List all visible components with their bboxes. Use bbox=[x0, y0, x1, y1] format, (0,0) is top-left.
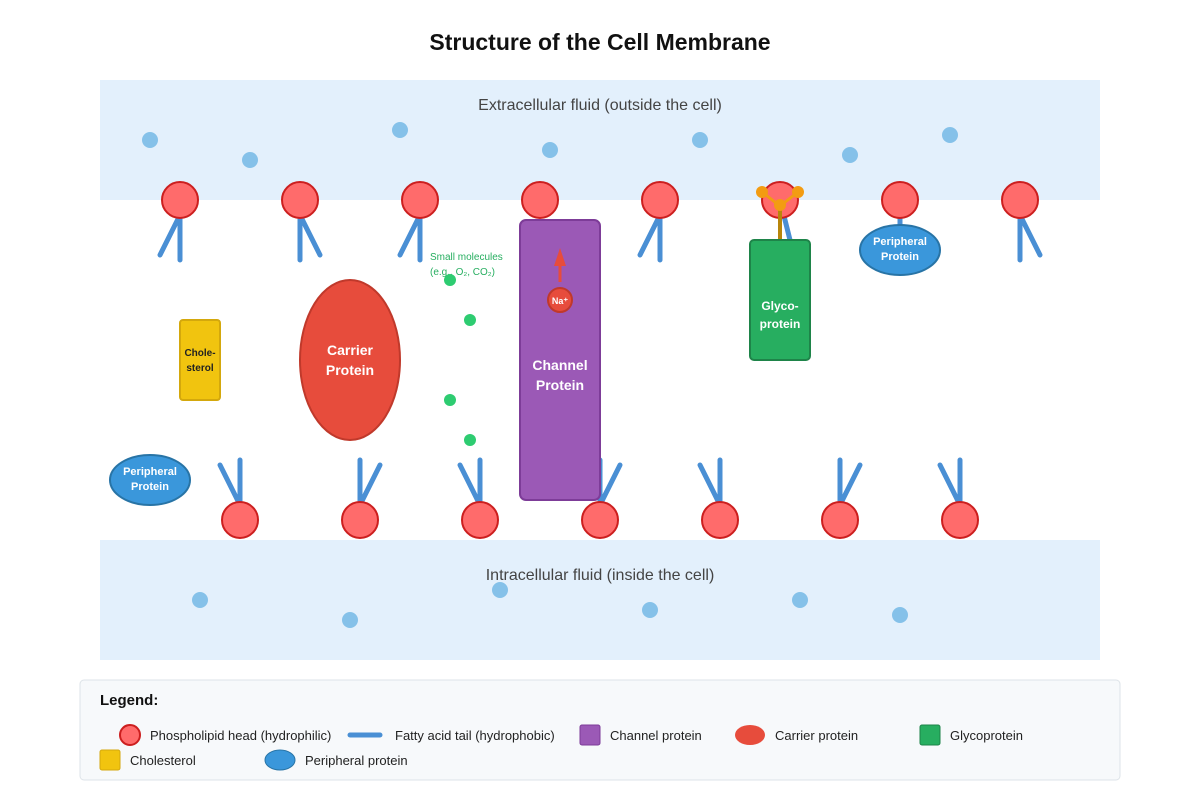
peripheral-top-label-line2: Protein bbox=[881, 251, 919, 263]
phospholipid-head bbox=[941, 501, 979, 539]
particle bbox=[542, 142, 558, 158]
legend: Legend: Phospholipid head (hydrophilic) … bbox=[79, 679, 1121, 781]
top-heads bbox=[161, 181, 1039, 219]
cholesterol: Chole- sterol bbox=[179, 319, 221, 401]
glycoprotein-icon bbox=[919, 724, 941, 746]
cholesterol-label-line1: Chole- bbox=[184, 348, 215, 359]
phospholipid-head-icon bbox=[119, 724, 141, 746]
particle bbox=[942, 127, 958, 143]
intracellular-label: Intracellular fluid (inside the cell) bbox=[486, 567, 715, 584]
particle bbox=[792, 592, 808, 608]
phospholipid-head bbox=[401, 181, 439, 219]
channel-label-line1: Channel bbox=[532, 357, 587, 373]
legend-item-label: Carrier protein bbox=[775, 728, 858, 743]
small-molecules-label-line1: Small molecules bbox=[430, 252, 503, 263]
phospholipid-head bbox=[881, 181, 919, 219]
phospholipid-head bbox=[701, 501, 739, 539]
phospholipid-head bbox=[461, 501, 499, 539]
legend-item-label: Channel protein bbox=[610, 728, 702, 743]
small-molecule bbox=[444, 394, 456, 406]
extracellular-region bbox=[100, 80, 1100, 200]
diagram-title: Structure of the Cell Membrane bbox=[429, 29, 770, 55]
carrier-protein-icon bbox=[735, 725, 765, 745]
peripheral-protein-shape bbox=[109, 454, 191, 506]
phospholipid-head bbox=[521, 181, 559, 219]
peripheral-bottom-label-line2: Protein bbox=[131, 481, 169, 493]
intracellular-region bbox=[100, 540, 1100, 660]
peripheral-top-label-line1: Peripheral bbox=[873, 236, 927, 248]
peripheral-protein-top: Peripheral Protein bbox=[859, 224, 941, 276]
sodium-ion-label: Na⁺ bbox=[552, 296, 569, 306]
phospholipid-head bbox=[581, 501, 619, 539]
cholesterol-icon bbox=[99, 749, 121, 771]
small-molecules: Small molecules (e.g., O₂, CO₂) bbox=[430, 252, 503, 446]
carrier-label-line1: Carrier bbox=[327, 342, 373, 358]
glycoprotein: Glyco- protein bbox=[749, 186, 811, 361]
cholesterol-label-line2: sterol bbox=[186, 363, 213, 374]
legend-title: Legend: bbox=[100, 692, 158, 709]
legend-item-label: Glycoprotein bbox=[950, 728, 1023, 743]
particle bbox=[242, 152, 258, 168]
particle bbox=[692, 132, 708, 148]
sugar-unit bbox=[792, 186, 804, 198]
small-molecule bbox=[464, 434, 476, 446]
channel-protein: Na⁺ Channel Protein bbox=[519, 219, 601, 501]
peripheral-protein-icon bbox=[264, 749, 296, 771]
phospholipid-head bbox=[341, 501, 379, 539]
carrier-protein-shape bbox=[299, 279, 401, 441]
phospholipid-head bbox=[641, 181, 679, 219]
small-molecule bbox=[444, 274, 456, 286]
intracellular-particles bbox=[192, 582, 908, 628]
phospholipid-head bbox=[821, 501, 859, 539]
peripheral-bottom-label-line1: Peripheral bbox=[123, 466, 177, 478]
particle bbox=[142, 132, 158, 148]
phospholipid-head bbox=[1001, 181, 1039, 219]
sugar-unit bbox=[756, 186, 768, 198]
phospholipid-head bbox=[281, 181, 319, 219]
channel-protein-icon bbox=[579, 724, 601, 746]
particle bbox=[392, 122, 408, 138]
phospholipid-head bbox=[221, 501, 259, 539]
small-molecule bbox=[464, 314, 476, 326]
sodium-ion bbox=[547, 287, 573, 313]
peripheral-protein-shape bbox=[859, 224, 941, 276]
glycoprotein-label-line1: Glyco- bbox=[761, 299, 798, 313]
legend-item-label: Cholesterol bbox=[130, 753, 196, 768]
channel-protein-shape bbox=[519, 219, 601, 501]
extracellular-label: Extracellular fluid (outside the cell) bbox=[478, 97, 722, 114]
glycoprotein-shape bbox=[749, 239, 811, 361]
sugar-unit bbox=[774, 199, 786, 211]
extracellular-particles bbox=[142, 122, 958, 168]
particle bbox=[492, 582, 508, 598]
bottom-heads bbox=[221, 501, 979, 539]
small-molecules-label-line2: (e.g., O₂, CO₂) bbox=[430, 267, 495, 278]
legend-item-label: Phospholipid head (hydrophilic) bbox=[150, 728, 331, 743]
carrier-protein: Carrier Protein bbox=[299, 279, 401, 441]
particle bbox=[342, 612, 358, 628]
particle bbox=[192, 592, 208, 608]
cholesterol-shape bbox=[179, 319, 221, 401]
carrier-label-line2: Protein bbox=[326, 362, 374, 378]
particle bbox=[842, 147, 858, 163]
peripheral-protein-bottom: Peripheral Protein bbox=[109, 454, 191, 506]
legend-item-label: Peripheral protein bbox=[305, 753, 408, 768]
particle bbox=[892, 607, 908, 623]
glycoprotein-label-line2: protein bbox=[760, 317, 801, 331]
particle bbox=[642, 602, 658, 618]
legend-item-label: Fatty acid tail (hydrophobic) bbox=[395, 728, 555, 743]
arrow-up-icon bbox=[554, 248, 566, 266]
phospholipid-head bbox=[161, 181, 199, 219]
channel-label-line2: Protein bbox=[536, 377, 584, 393]
